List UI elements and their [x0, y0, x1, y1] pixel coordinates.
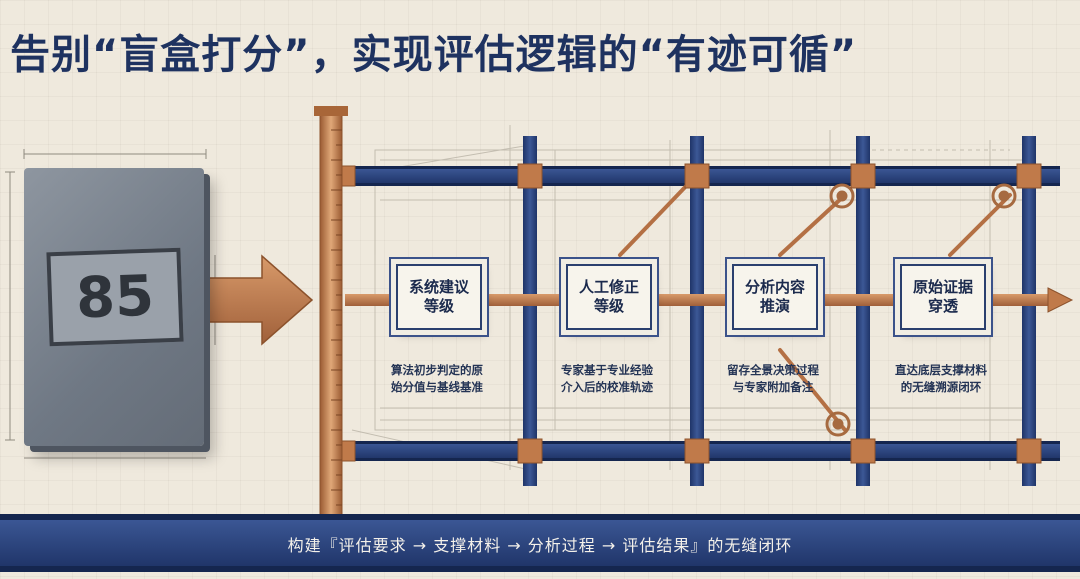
stage-title: 分析内容	[744, 277, 805, 296]
ruler-post	[319, 109, 343, 526]
stage-description: 算法初步判定的原始分值与基线基准	[391, 363, 483, 395]
stage-box-system[interactable]: 系统建议等级	[396, 264, 482, 330]
stage-description: 专家基于专业经验介入后的校准轨迹	[561, 363, 653, 395]
footer-caption: 构建『评估要求 → 支撑材料 → 分析过程 → 评估结果』的无缝闭环	[287, 536, 793, 555]
stage-title: 人工修正	[578, 277, 639, 296]
stage-description: 留存全景决策过程与专家附加备注	[727, 363, 819, 395]
page-title: 告别“盲盒打分”，实现评估逻辑的“有迹可循”	[10, 32, 858, 78]
stage-box-analysis[interactable]: 分析内容推演	[732, 264, 818, 330]
foundation-beam	[0, 518, 1080, 568]
stage-subtitle: 推演	[759, 297, 790, 315]
stage-subtitle: 等级	[593, 297, 624, 315]
stage-subtitle: 穿透	[927, 297, 958, 315]
score-value: 85	[46, 247, 184, 347]
input-arrow	[204, 254, 314, 346]
stage-description: 直达底层支撑材料的无缝溯源闭环	[895, 363, 987, 395]
stage-title: 系统建议	[408, 277, 469, 296]
rail-arrow-head	[1047, 287, 1074, 313]
stage-box-manual[interactable]: 人工修正等级	[566, 264, 652, 330]
stage-title: 原始证据	[912, 277, 973, 296]
gear-icon	[825, 183, 1017, 437]
navy-columns	[523, 136, 1036, 486]
ruler-ticks	[331, 129, 342, 506]
middle-rail	[345, 294, 1050, 306]
stage-box-evidence[interactable]: 原始证据穿透	[900, 264, 986, 330]
stage-subtitle: 等级	[423, 297, 454, 315]
score-card: 85	[24, 168, 204, 446]
